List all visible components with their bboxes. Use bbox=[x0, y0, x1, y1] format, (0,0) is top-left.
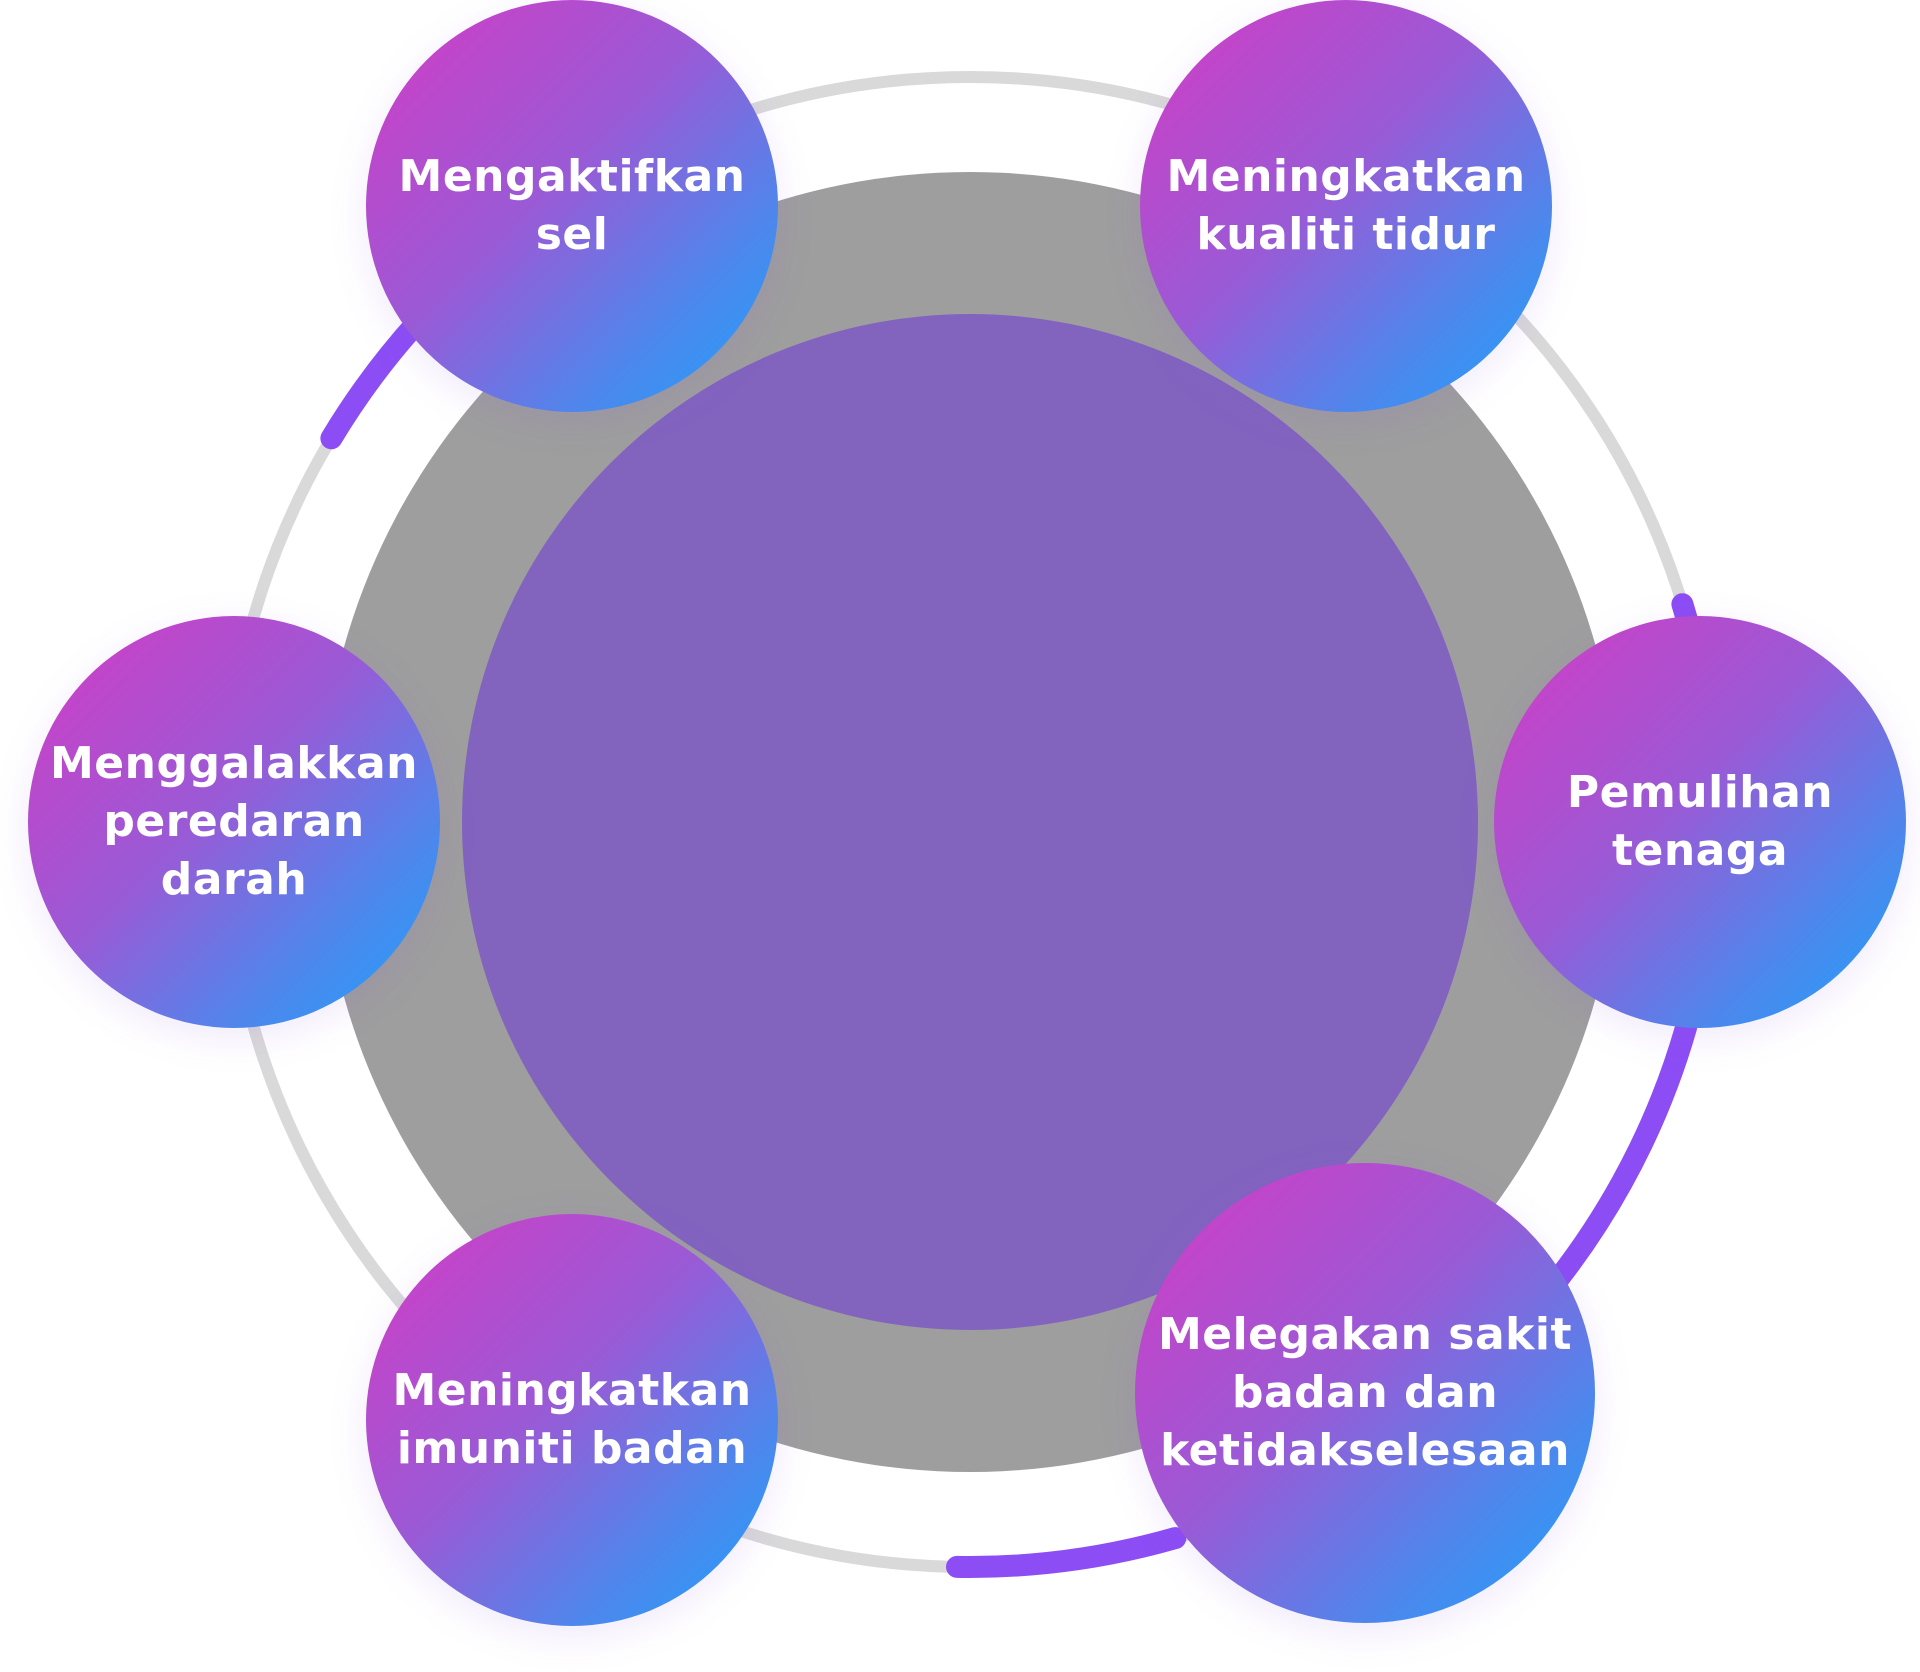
node-label: Menggalakkan peredaran darah bbox=[50, 738, 418, 905]
node-mengaktifkan-sel: Mengaktifkan sel bbox=[366, 0, 778, 412]
node-menggalakkan-peredaran-darah: Menggalakkan peredaran darah bbox=[28, 616, 440, 1028]
accent-arc-bottom bbox=[946, 1527, 1187, 1578]
node-label: Mengaktifkan sel bbox=[398, 151, 746, 260]
node-label: Meningkatkan imuniti badan bbox=[392, 1365, 752, 1474]
center-disc bbox=[462, 314, 1478, 1330]
node-label: Pemulihan tenaga bbox=[1566, 767, 1834, 876]
node-melegakan-sakit-badan: Melegakan sakit badan dan ketidakselesaa… bbox=[1135, 1163, 1595, 1623]
node-meningkatkan-imuniti-badan: Meningkatkan imuniti badan bbox=[366, 1214, 778, 1626]
node-label: Melegakan sakit badan dan ketidakselesaa… bbox=[1157, 1309, 1573, 1476]
node-pemulihan-tenaga: Pemulihan tenaga bbox=[1494, 616, 1906, 1028]
node-label: Meningkatkan kualiti tidur bbox=[1166, 151, 1526, 260]
node-meningkatkan-kualiti-tidur: Meningkatkan kualiti tidur bbox=[1140, 0, 1552, 412]
